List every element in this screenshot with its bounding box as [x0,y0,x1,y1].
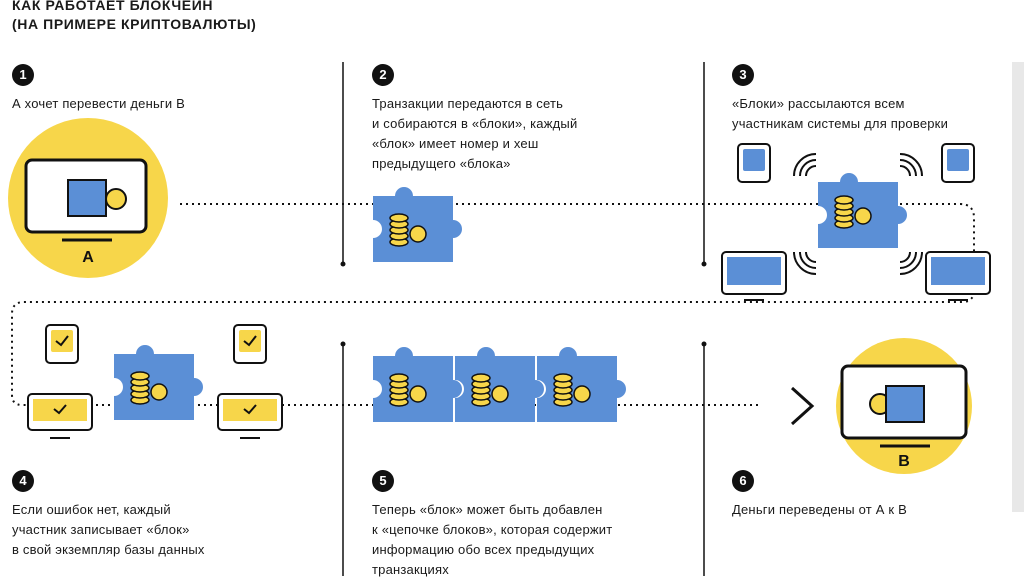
broadcast-block [818,173,908,248]
step-1: 1 А хочет перевести деньги В [12,64,185,114]
puzzle-block-icon [455,347,545,422]
tablet-icon [941,143,975,183]
column-dividers [340,62,707,576]
receiver-illustration: В [836,338,972,474]
monitor-icon [217,393,283,439]
step-5: 5 Теперь «блок» может быть добавлен к «ц… [372,470,612,580]
puzzle-block-icon [373,347,463,422]
flow-path [11,203,975,406]
sender-label: А [82,249,94,266]
wallet-icon [869,385,925,423]
tablet-icon [737,143,771,183]
wifi-signal-icon [899,251,923,275]
scroll-strip [1012,62,1024,512]
verified-block [114,345,204,420]
puzzle-block-icon [537,347,627,422]
sender-illustration: А [8,118,168,278]
step-4: 4 Если ошибок нет, каждый участник запис… [12,470,205,560]
receiver-label: В [898,453,910,470]
step-description: Если ошибок нет, каждый участник записыв… [12,502,205,557]
monitor-icon [721,251,787,301]
title-line-2: (НА ПРИМЕРЕ КРИПТОВАЛЮТЫ) [12,16,257,32]
step-number: 2 [372,64,394,86]
step-number: 1 [12,64,34,86]
verification-illustration [27,324,283,439]
step-description: Транзакции передаются в сеть и собираютс… [372,96,578,171]
wallet-icon [67,179,127,217]
arrow-right-icon [790,386,815,426]
transaction-block [373,187,463,262]
tablet-icon [45,324,79,364]
step-3: 3 «Блоки» рассылаются всем участникам си… [732,64,948,134]
puzzle-block-icon [114,345,204,420]
step-6: 6 Деньги переведены от А к В [732,470,907,520]
wifi-signal-icon [899,153,923,177]
step-number: 4 [12,470,34,492]
title-line-1: КАК РАБОТАЕТ БЛОКЧЕЙН [12,0,214,13]
broadcast-illustration [721,143,991,301]
step-description: Теперь «блок» может быть добавлен к «цеп… [372,502,613,577]
wifi-signal-icon [793,153,817,177]
step-number: 5 [372,470,394,492]
wifi-signal-icon [793,251,817,275]
step-description: А хочет перевести деньги В [12,96,186,111]
step-description: «Блоки» рассылаются всем участникам сист… [732,96,949,131]
monitor-icon [925,251,991,301]
step-number: 3 [732,64,754,86]
monitor-icon [27,393,93,439]
step-description: Деньги переведены от А к В [732,502,907,517]
block-chain [373,347,627,422]
tablet-icon [233,324,267,364]
step-number: 6 [732,470,754,492]
step-2: 2 Транзакции передаются в сеть и собираю… [372,64,577,174]
puzzle-block-icon [373,187,463,262]
page-title: КАК РАБОТАЕТ БЛОКЧЕЙН (НА ПРИМЕРЕ КРИПТО… [12,0,256,34]
